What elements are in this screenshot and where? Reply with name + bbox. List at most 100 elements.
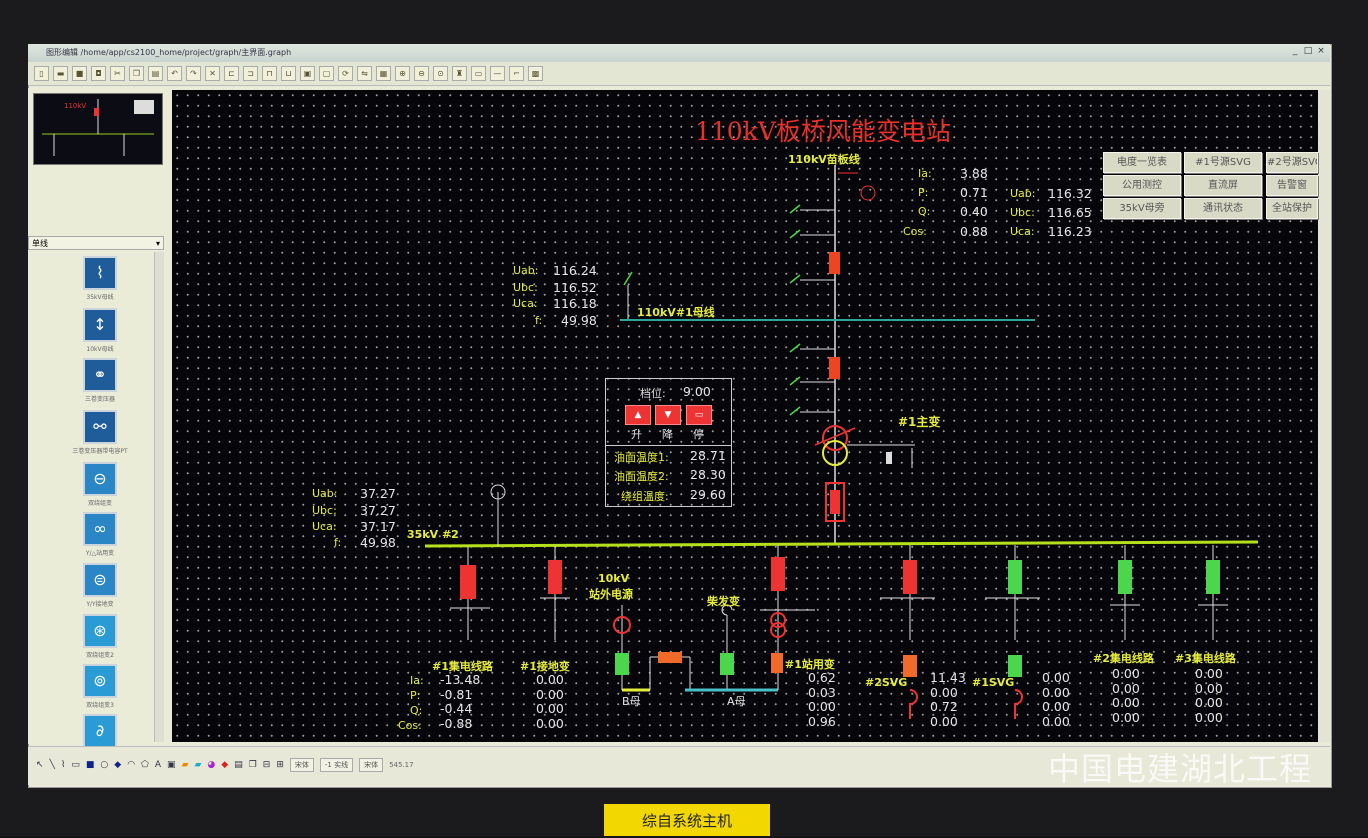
font-select-2[interactable]: 宋体 — [359, 758, 384, 772]
text-icon[interactable]: A — [154, 760, 162, 770]
arc-icon[interactable]: ◠ — [127, 760, 136, 770]
energy-table-button[interactable]: 电度一览表 — [1103, 152, 1181, 173]
lower-tap-button[interactable]: ▼ — [655, 405, 681, 425]
layer-icon[interactable]: ▦ — [376, 66, 391, 81]
flip-icon[interactable]: ⇋ — [357, 66, 372, 81]
filled-rect-icon[interactable]: ■ — [85, 760, 95, 770]
undo-icon[interactable]: ↶ — [167, 66, 182, 81]
zoom-out-icon[interactable]: ⊖ — [414, 66, 429, 81]
svg1-button[interactable]: #1号源SVG — [1184, 152, 1262, 173]
comm-status-button[interactable]: 通讯状态 — [1184, 198, 1262, 219]
library-scrollbar[interactable] — [154, 252, 164, 742]
polyline-icon[interactable]: ⌇ — [60, 760, 66, 770]
cut-icon[interactable]: ✂ — [110, 66, 125, 81]
zoom-fit-icon[interactable]: ⊙ — [433, 66, 448, 81]
reading-value: 3.88 — [960, 166, 988, 181]
feeder-value: -0.81 — [440, 686, 473, 702]
feeder-value: 0.00 — [536, 672, 564, 687]
reading-value: 0.40 — [960, 204, 988, 219]
align-left-icon[interactable]: ⊏ — [224, 66, 239, 81]
overview-thumbnail[interactable]: 110kV — [33, 93, 163, 165]
vline-icon[interactable]: ⊞ — [276, 760, 284, 770]
save-icon[interactable]: ■ — [72, 66, 87, 81]
bus-35kv-button[interactable]: 35kV母旁 — [1103, 198, 1181, 219]
library-item[interactable]: ⚭三卷变压器 — [60, 358, 140, 403]
paste-icon[interactable]: ▤ — [148, 66, 163, 81]
bus-b-label: B母 — [622, 695, 641, 708]
stop-tap-button[interactable]: ▭ — [686, 405, 712, 425]
find-icon[interactable]: ♜ — [452, 66, 467, 81]
palette-icon[interactable]: ◕ — [207, 760, 216, 770]
group-icon[interactable]: ▣ — [300, 66, 315, 81]
library-item[interactable]: ∞Y/△站用变 — [60, 512, 140, 557]
feeder-value: 0.00 — [930, 684, 958, 700]
library-item[interactable]: ⌇35kV母线 — [60, 256, 140, 301]
rotate-icon[interactable]: ⟳ — [338, 66, 353, 81]
feeder-value: 0.00 — [1112, 680, 1140, 696]
zoom-in-icon[interactable]: ⊕ — [395, 66, 410, 81]
ungroup-icon[interactable]: ▢ — [319, 66, 334, 81]
delete-icon[interactable]: ✕ — [205, 66, 220, 81]
line-color-icon[interactable]: ▰ — [194, 760, 202, 770]
save-as-icon[interactable]: ◘ — [91, 66, 106, 81]
library-item[interactable]: ↕ 10kV母线 — [60, 308, 140, 353]
library-item[interactable]: ⊛双绕组变2 — [60, 614, 140, 659]
table-icon[interactable]: ▤ — [234, 760, 243, 770]
align-top-icon[interactable]: ⊓ — [262, 66, 277, 81]
hline-icon[interactable]: ⊟ — [262, 760, 271, 770]
color-picker-icon[interactable]: ◆ — [221, 760, 229, 770]
connector-icon[interactable]: ⌐ — [509, 66, 524, 81]
fill-color-icon[interactable]: ▰ — [181, 760, 189, 770]
layer-icon[interactable]: ❐ — [248, 760, 257, 770]
maximize-button[interactable]: □ — [1303, 46, 1313, 56]
canvas-vertical-scrollbar[interactable] — [1318, 90, 1330, 742]
feeder-value: 0.00 — [1042, 713, 1070, 729]
library-item-label: 10kV母线 — [86, 346, 114, 353]
line-style-select[interactable]: -1 实线 — [319, 758, 354, 772]
dc-panel-button[interactable]: 直流屏 — [1184, 175, 1262, 196]
library-item[interactable]: ⚯三卷变压器带电容PT — [60, 410, 140, 455]
feeder-bays — [450, 545, 1228, 719]
station-protection-button[interactable]: 全站保护 — [1266, 198, 1318, 219]
redo-icon[interactable]: ↷ — [186, 66, 201, 81]
ellipse-icon[interactable]: ○ — [100, 760, 109, 770]
font-select[interactable]: 宋体 — [289, 758, 314, 772]
align-right-icon[interactable]: ⊐ — [243, 66, 258, 81]
feeder-value: 0.00 — [1195, 709, 1223, 725]
reading-value: 37.27 — [360, 503, 396, 518]
raise-label: 升 — [631, 428, 642, 441]
polygon-icon[interactable]: ⬠ — [141, 760, 149, 770]
library-category-select[interactable]: 单线▾ — [28, 236, 164, 250]
source-10kv-label: 站外电源 — [589, 588, 633, 601]
open-icon[interactable]: ▬ — [53, 66, 68, 81]
new-file-icon[interactable]: ▯ — [34, 66, 49, 81]
feeder-value: 0.00 — [808, 699, 836, 714]
align-bottom-icon[interactable]: ⊔ — [281, 66, 296, 81]
raise-tap-button[interactable]: ▲ — [625, 405, 651, 425]
line-icon[interactable]: ╲ — [49, 760, 55, 770]
minimize-button[interactable]: _ — [1292, 46, 1298, 56]
feeder-value: 11.43 — [930, 670, 966, 685]
image-icon[interactable]: ▣ — [167, 760, 176, 770]
winding-symbol-icon: ⊜ — [83, 563, 117, 597]
library-item[interactable]: ⊖双绕组变 — [60, 462, 140, 507]
library-item[interactable]: ⊜Y/Y接地变 — [60, 563, 140, 608]
library-item[interactable]: ⊚双绕组变3 — [60, 664, 140, 709]
diamond-icon[interactable]: ◆ — [114, 760, 122, 770]
row-label: Cos: — [398, 719, 422, 732]
breaker-symbol-icon: ↕ — [83, 308, 117, 342]
copy-icon[interactable]: ❐ — [129, 66, 144, 81]
reading-label: Ia: — [918, 167, 932, 180]
feeder-value: -0.44 — [440, 701, 473, 716]
preview-icon[interactable]: ▭ — [471, 66, 486, 81]
svg2-button[interactable]: #2号源SVG — [1266, 152, 1318, 173]
alarm-window-button[interactable]: 告警窗 — [1266, 175, 1318, 196]
reading-value: 37.17 — [360, 519, 396, 534]
common-control-button[interactable]: 公用测控 — [1103, 175, 1181, 196]
grid-icon[interactable]: ▩ — [528, 66, 543, 81]
close-button[interactable]: × — [1317, 46, 1325, 56]
line-icon[interactable]: — — [490, 66, 505, 81]
rect-icon[interactable]: ▭ — [71, 760, 80, 770]
select-icon[interactable]: ↖ — [36, 760, 44, 770]
reading-value: 0.88 — [960, 224, 988, 239]
